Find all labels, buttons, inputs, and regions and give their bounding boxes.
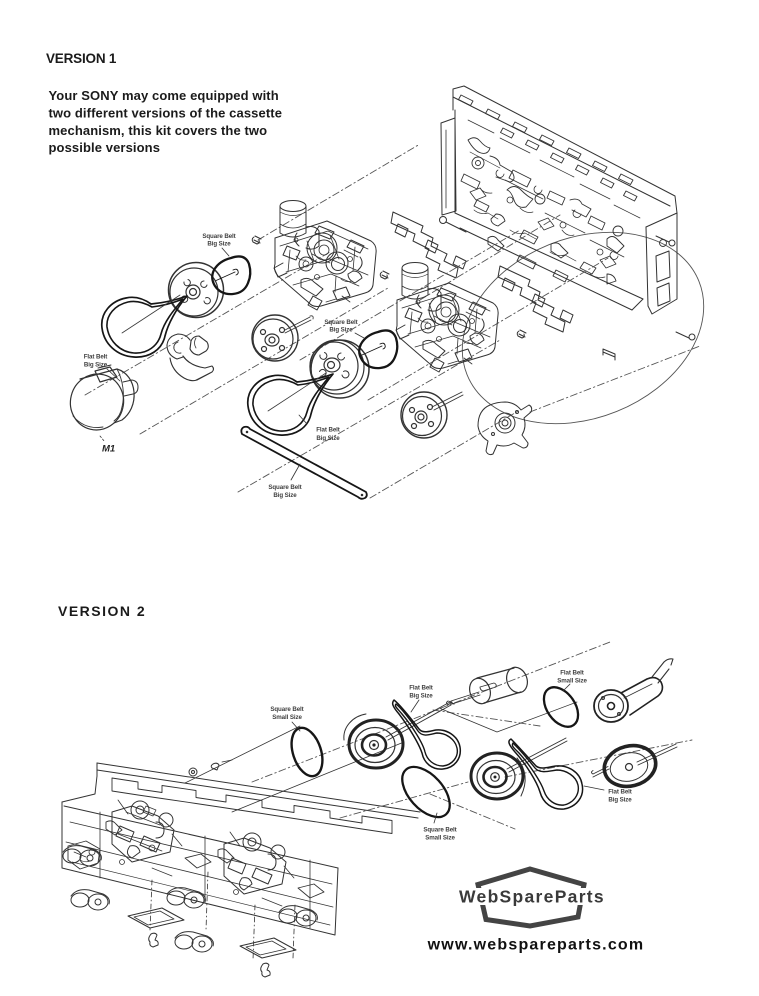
svg-text:two different versions of the: two different versions of the cassette [49,105,283,120]
svg-text:Big Size: Big Size [409,693,433,700]
svg-text:Square Belt: Square Belt [423,827,456,834]
svg-text:Big Size: Big Size [207,241,231,248]
svg-text:Flat Belt: Flat Belt [84,354,108,361]
svg-text:www.webspareparts.com: www.webspareparts.com [427,937,645,954]
svg-text:Big Size: Big Size [84,362,108,369]
svg-text:Square Belt: Square Belt [324,319,357,326]
svg-text:Small Size: Small Size [557,678,587,685]
svg-text:Small Size: Small Size [425,835,455,842]
svg-text:Flat Belt: Flat Belt [409,685,433,692]
svg-text:Big Size: Big Size [273,492,297,499]
svg-text:VERSION 2: VERSION 2 [58,603,146,619]
svg-text:Flat Belt: Flat Belt [316,427,340,434]
svg-text:Flat Belt: Flat Belt [608,789,632,796]
svg-text:WebSpareParts: WebSpareParts [459,887,605,907]
svg-text:Big Size: Big Size [329,327,353,334]
svg-text:Flat Belt: Flat Belt [560,670,584,677]
svg-text:Square Belt: Square Belt [268,484,301,491]
svg-text:possible versions: possible versions [49,140,161,155]
svg-text:Big Size: Big Size [608,797,632,804]
svg-text:mechanism, this kit covers the: mechanism, this kit covers the two [49,123,268,138]
svg-text:Big Size: Big Size [316,435,340,442]
svg-text:Small Size: Small Size [272,714,302,721]
svg-text:Square Belt: Square Belt [202,233,235,240]
svg-text:Square Belt: Square Belt [270,706,303,713]
svg-text:M1: M1 [102,444,115,455]
svg-text:Your SONY may come equipped wi: Your SONY may come equipped with [49,88,279,103]
svg-text:VERSION 1: VERSION 1 [46,51,117,66]
